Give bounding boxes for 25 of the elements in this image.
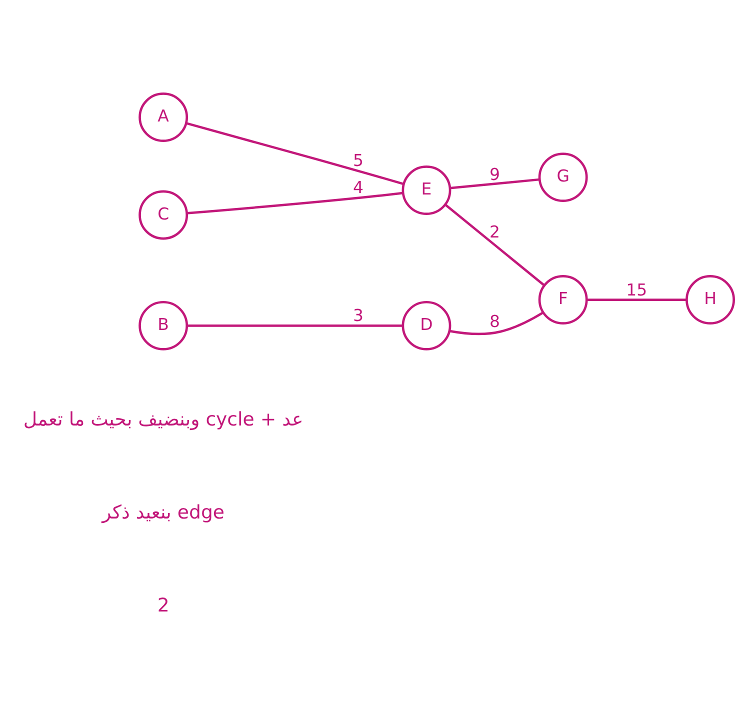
- connector: [186, 122, 404, 184]
- edge-label: 15: [626, 280, 648, 299]
- node-circle: G: [538, 152, 588, 202]
- connector: [449, 311, 544, 335]
- node-circle: C: [138, 190, 188, 240]
- connector: [450, 178, 540, 189]
- edge-label: 5: [352, 150, 364, 170]
- connector: [444, 203, 546, 286]
- node-circle: A: [138, 92, 188, 142]
- label: وبنضيف بحيث ما تعمل cycle + عد: [23, 409, 304, 430]
- label: بنعيد ذكر edge: [102, 502, 224, 524]
- connector: [187, 324, 403, 326]
- edge-label: 8: [490, 312, 500, 331]
- node-circle: H: [686, 274, 735, 324]
- edge-label: 4: [352, 177, 364, 196]
- connector: [586, 298, 687, 300]
- node-circle: E: [402, 165, 452, 214]
- node-circle: D: [402, 300, 452, 350]
- node-circle: B: [138, 300, 188, 350]
- connector: [186, 191, 403, 214]
- edge-label: 9: [490, 164, 500, 184]
- node-circle: F: [538, 274, 588, 324]
- edge-label: 3: [352, 306, 364, 325]
- edge-label: 2: [490, 222, 500, 242]
- label: 2: [157, 595, 170, 616]
